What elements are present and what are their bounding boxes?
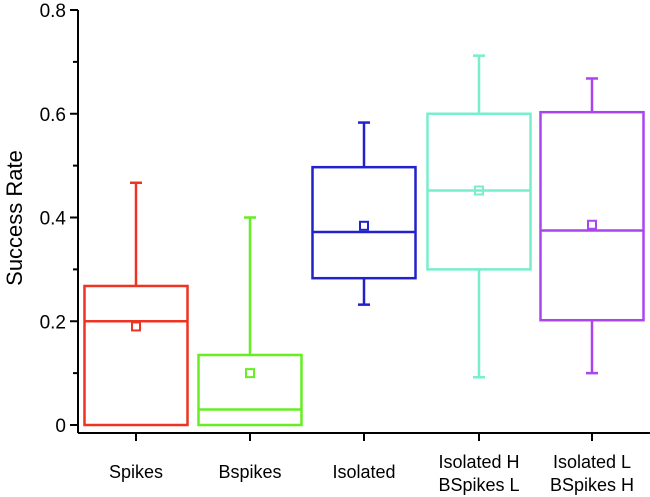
box-series-5	[539, 77, 645, 375]
mean-marker	[474, 185, 484, 196]
y-tick-label: 0.8	[40, 1, 66, 22]
y-tick-label: 0	[55, 416, 66, 437]
mean-marker	[245, 368, 255, 379]
y-axis-label: Success Rate	[2, 150, 27, 286]
box-series-3	[311, 121, 417, 306]
y-tick-label: 0.6	[40, 105, 66, 126]
boxes	[83, 54, 645, 427]
box-iqr	[539, 110, 645, 322]
mean-marker	[131, 321, 141, 332]
mean-marker	[587, 219, 597, 230]
box-iqr	[311, 165, 417, 280]
x-category-label: Isolated H	[438, 452, 519, 472]
x-category-label: Isolated L	[553, 452, 631, 472]
box-series-2	[197, 216, 303, 427]
x-category-label: BSpikes H	[550, 475, 634, 495]
box-iqr	[197, 353, 303, 427]
x-category-label: Isolated	[332, 462, 395, 482]
box-series-1	[83, 181, 189, 427]
box-iqr	[83, 284, 189, 427]
x-category-label: BSpikes L	[438, 475, 519, 495]
box-series-4	[426, 54, 532, 379]
y-tick-label: 0.4	[40, 209, 67, 230]
x-category-label: Bspikes	[218, 462, 281, 482]
x-category-label: Spikes	[109, 462, 163, 482]
mean-marker	[359, 220, 369, 231]
y-tick-label: 0.2	[40, 312, 66, 333]
